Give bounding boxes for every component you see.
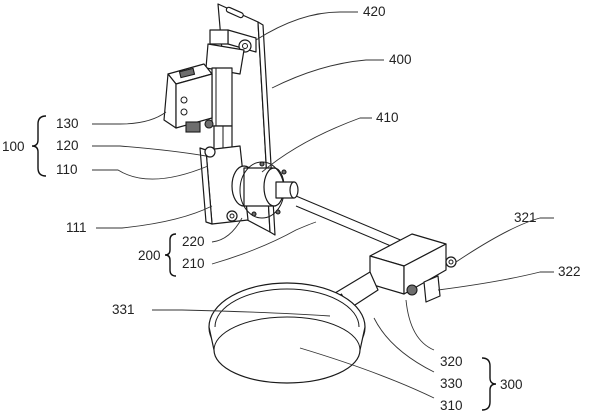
label-110: 110 xyxy=(56,162,78,177)
end-block xyxy=(369,233,457,303)
brace-300 xyxy=(481,357,497,411)
motor-coupling xyxy=(231,161,299,219)
label-330: 330 xyxy=(440,376,463,391)
label-420: 420 xyxy=(363,4,386,19)
leader-lines xyxy=(92,11,554,399)
label-111: 111 xyxy=(66,220,87,235)
label-320: 320 xyxy=(440,354,463,369)
pan xyxy=(208,282,366,384)
brace-200 xyxy=(164,233,177,277)
brace-100 xyxy=(31,115,47,177)
top-clamp xyxy=(209,29,257,53)
label-300: 300 xyxy=(500,377,523,392)
label-130: 130 xyxy=(56,116,79,131)
label-331: 331 xyxy=(112,302,135,317)
label-410: 410 xyxy=(376,110,399,125)
lower-bracket xyxy=(199,145,249,225)
label-321: 321 xyxy=(514,210,537,225)
label-400: 400 xyxy=(389,52,412,67)
label-200: 200 xyxy=(138,248,161,263)
label-310: 310 xyxy=(440,398,463,413)
label-210: 210 xyxy=(182,256,205,271)
label-322: 322 xyxy=(558,264,581,279)
label-100: 100 xyxy=(2,139,25,154)
label-120: 120 xyxy=(56,138,79,153)
label-220: 220 xyxy=(182,234,205,249)
